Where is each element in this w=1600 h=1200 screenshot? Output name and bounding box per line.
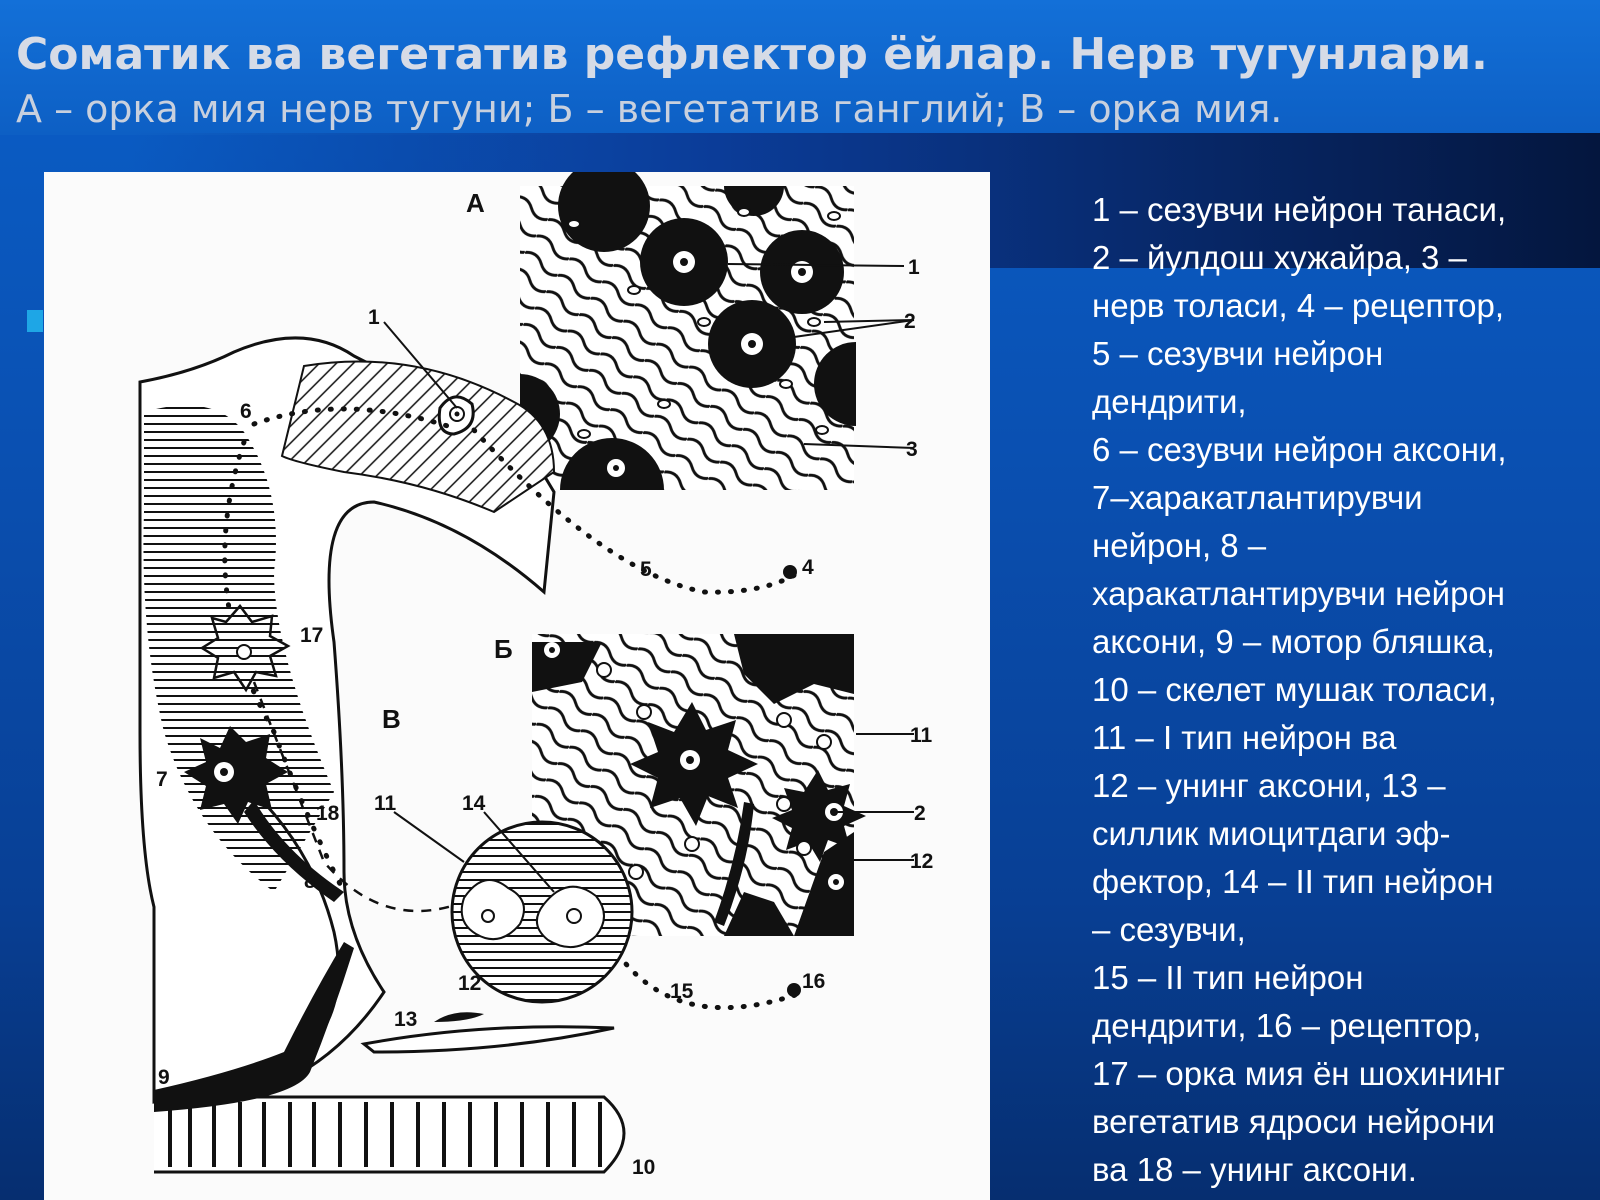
legend-line: 11 – I тип нейрон ва [1092, 719, 1397, 756]
label-5: 5 [640, 558, 652, 581]
title-band [0, 0, 1600, 135]
label-16: 16 [802, 970, 825, 993]
motor-neuron [184, 726, 344, 902]
label-1: 1 [908, 256, 920, 279]
legend-line: дендрити, [1092, 383, 1247, 420]
receptor-dot-b [787, 983, 801, 997]
label-10: 10 [632, 1156, 655, 1179]
legend-line: нейрон, 8 – [1092, 527, 1267, 564]
label-13: 13 [394, 1008, 417, 1031]
legend-line: силлик миоцитдаги эф- [1092, 815, 1451, 852]
vegetative-nucleus-neuron [199, 604, 291, 693]
receptor-dot-a [783, 565, 797, 579]
legend-line: 2 – йулдош хужайра, 3 – [1092, 239, 1467, 276]
label-11b: 11 [374, 792, 397, 815]
smooth-muscle-cell [360, 1012, 615, 1054]
label-7: 7 [156, 768, 168, 791]
label-12b: 12 [458, 972, 481, 995]
legend-line: ва 18 – унинг аксони. [1092, 1151, 1417, 1188]
label-section-b: Б [494, 634, 513, 664]
label-15: 15 [670, 980, 694, 1003]
legend-text: 1 – сезувчи нейрон танаси, 2 – йулдош ху… [1092, 186, 1600, 1194]
label-12: 12 [910, 850, 933, 873]
label-2b: 2 [914, 802, 926, 825]
label-section-v: В [382, 704, 401, 734]
legend-line: вегетатив ядроси нейрони [1092, 1103, 1496, 1140]
slide-subtitle: А – орка мия нерв тугуни; Б – вегетатив … [16, 87, 1283, 131]
legend-line: фектор, 14 – II тип нейрон [1092, 863, 1494, 900]
legend-line: 12 – унинг аксони, 13 – [1092, 767, 1446, 804]
label-17: 17 [300, 624, 323, 647]
vegetative-ganglion-circle [393, 811, 634, 1004]
legend-line: аксони, 9 – мотор бляшка, [1092, 623, 1496, 660]
reflex-arc-figure: А Б В 1 1 2 2 3 4 5 6 7 8 9 10 11 11 12 … [44, 172, 990, 1200]
legend-line: 6 – сезувчи нейрон аксони, [1092, 431, 1507, 468]
panel-a-ganglion [520, 172, 915, 490]
label-section-a: А [466, 188, 485, 218]
label-3: 3 [906, 438, 918, 461]
legend-line: 17 – орка мия ён шохининг [1092, 1055, 1505, 1092]
legend-line: 5 – сезувчи нейрон [1092, 335, 1384, 372]
label-14: 14 [462, 792, 486, 815]
label-4: 4 [802, 556, 814, 579]
label-2: 2 [904, 310, 916, 333]
label-1b: 1 [368, 306, 380, 329]
label-11: 11 [910, 724, 933, 747]
legend-line: 10 – скелет мушак толаси, [1092, 671, 1497, 708]
label-18: 18 [316, 802, 340, 825]
slide-title: Соматик ва вегетатив рефлектор ёйлар. Не… [16, 29, 1488, 80]
reflex-arc-illustration: А Б В 1 1 2 2 3 4 5 6 7 8 9 10 11 11 12 … [138, 172, 933, 1179]
legend-line: нерв толаси, 4 – рецептор, [1092, 287, 1505, 324]
bullet-marker [27, 310, 43, 332]
skeletal-muscle-fiber [154, 942, 626, 1174]
legend-line: дендрити, 16 – рецептор, [1092, 1007, 1482, 1044]
label-9: 9 [158, 1066, 170, 1089]
legend-line: – сезувчи, [1092, 911, 1246, 948]
legend-line: 7–харакатлантирувчи [1092, 479, 1423, 516]
legend-line: 1 – сезувчи нейрон танаси, [1092, 191, 1507, 228]
legend-line: 15 – II тип нейрон [1092, 959, 1364, 996]
label-6: 6 [240, 400, 252, 423]
legend-line: харакатлантирувчи нейрон [1092, 575, 1506, 612]
label-8: 8 [304, 870, 316, 893]
